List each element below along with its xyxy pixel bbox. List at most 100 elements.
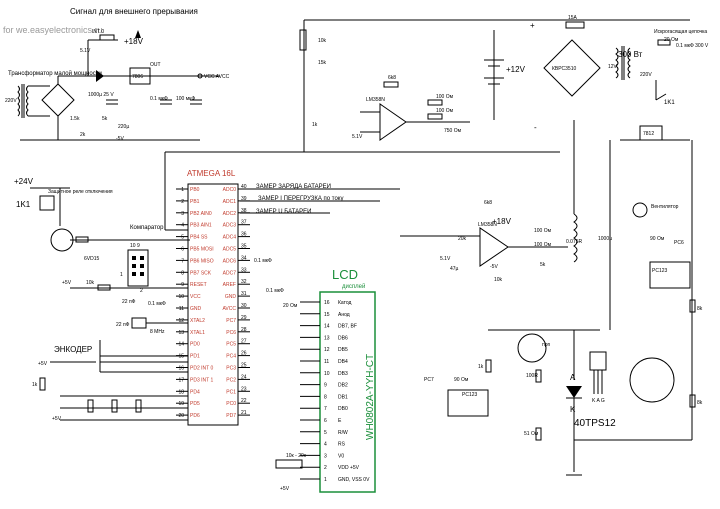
mcu-pin-right-number: 38 bbox=[241, 208, 247, 214]
power-transistor bbox=[629, 357, 675, 403]
lcd-title: LCD bbox=[332, 267, 358, 282]
driver-transistor bbox=[517, 333, 547, 363]
lcd-pin-label: GND, VSS 0V bbox=[338, 477, 370, 483]
lcd-pin-number: 14 bbox=[324, 324, 330, 330]
mcu-pin-right-label: PC0 bbox=[226, 401, 236, 407]
mcu-title: ATMEGA 16L bbox=[187, 169, 236, 178]
res-51: 51 Ом bbox=[524, 431, 539, 437]
mcu-pin-left-label: PB7 SCK bbox=[190, 270, 212, 276]
mcu-pin-left-label: PB1 bbox=[190, 199, 200, 205]
int0-label: INT 0 bbox=[92, 29, 104, 35]
res-1k-encoder: 1k bbox=[32, 382, 38, 388]
lcd-module bbox=[319, 291, 376, 493]
res-8k-b: 8k bbox=[697, 400, 703, 406]
resistor-icon bbox=[87, 399, 94, 413]
relay-description: Защитное реле отключения bbox=[48, 189, 113, 195]
thyristor-icon bbox=[566, 386, 582, 398]
cap-1000-right: 1000µ bbox=[598, 236, 612, 242]
measure-overload-label: ЗАМЕР I ПЕРЕГРУЗКА по току bbox=[258, 196, 344, 202]
mcu-pin-left-number: 10 bbox=[178, 294, 184, 300]
mcu-pin-right-number: 39 bbox=[241, 196, 247, 202]
header-n1: 1 bbox=[120, 272, 123, 278]
opamp-bottom-20k: 20k bbox=[458, 236, 467, 242]
low-power-supply: Сигнал для внешнего прерывания Трансформ… bbox=[5, 7, 230, 142]
pot-10k-label: 10k bbox=[318, 38, 327, 44]
mcu-pin-right-number: 40 bbox=[241, 184, 247, 190]
lcd-pin-label: V0 bbox=[338, 453, 344, 459]
mcu-pin-left-number: 2 bbox=[181, 199, 184, 205]
opamp-bottom-minus5: -5V bbox=[490, 264, 498, 270]
lcd-pot-label: 10к - 20к bbox=[286, 453, 307, 459]
mcu-pin-left-label: PD1 bbox=[190, 354, 200, 360]
lcd-pin-number: 2 bbox=[324, 465, 327, 471]
optocoupler-b-label: PC123 bbox=[462, 392, 478, 398]
mcu-pin-left-number: 15 bbox=[178, 354, 184, 360]
mcu-pin-left-label: PB4 SS bbox=[190, 235, 208, 241]
mcu-pin-right-label: ADC0 bbox=[223, 187, 237, 193]
protection-relay-block: +24V Защитное реле отключения 1K1 bbox=[14, 177, 190, 252]
opamp-bottom-47u: 47µ bbox=[450, 266, 459, 272]
transformer-label: Трансформатор малой мощности bbox=[8, 70, 102, 77]
plus5-left-a: +5V bbox=[62, 280, 72, 286]
lcd-pin-number: 12 bbox=[324, 347, 330, 353]
lcd-pin-label: RS bbox=[338, 442, 346, 448]
measure-battery-label: ЗАМЕР U БАТАРЕИ bbox=[256, 209, 311, 215]
interrupt-title: Сигнал для внешнего прерывания bbox=[70, 7, 198, 16]
fan-icon bbox=[632, 202, 648, 218]
mcu-pin-left-label: VCC bbox=[190, 294, 201, 300]
transformer-power: 300 Вт bbox=[618, 50, 643, 59]
opamp-top-5v1: 5.1V bbox=[352, 134, 363, 140]
opamp-top-100a: 100 Ом bbox=[436, 94, 454, 100]
mcu-pin-right-label: PC6 bbox=[226, 330, 236, 336]
mcu-pin-left-number: 9 bbox=[181, 282, 184, 288]
watermark: for we.easyelectronics.ru bbox=[3, 25, 103, 35]
snubber-r: 20 Ом bbox=[664, 37, 679, 43]
lcd-pin-number: 7 bbox=[324, 406, 327, 412]
mcu-pin-right-number: 35 bbox=[241, 244, 247, 250]
mcu-pin-left-number: 5 bbox=[181, 235, 184, 241]
mcu-pin-left-label: XTAL1 bbox=[190, 330, 205, 336]
label-5v1-top: 5.1V bbox=[80, 48, 91, 54]
diode-vd15-label: 6VD15 bbox=[84, 256, 100, 262]
lcd-pin-label: DB5 bbox=[338, 347, 348, 353]
mcu-pin-left-label: PD5 bbox=[190, 401, 200, 407]
lcd-pin-label: DB6 bbox=[338, 335, 348, 341]
label-18v-top: +18V bbox=[124, 37, 144, 46]
mcu-pin-right-number: 36 bbox=[241, 232, 247, 238]
resistor-icon bbox=[657, 39, 671, 46]
top-potentiometer bbox=[299, 29, 307, 51]
res-1k-driver: 1k bbox=[478, 364, 484, 370]
lcd-pin-number: 10 bbox=[324, 371, 330, 377]
cap-01-left: 0.1 мкФ bbox=[148, 301, 166, 307]
snubber-label: Искрогасящая цепочка bbox=[654, 29, 707, 35]
reg-7812-label: 7812 bbox=[643, 131, 654, 137]
header-body bbox=[127, 249, 149, 287]
vcc-terminal bbox=[197, 73, 203, 79]
mcu-pin-right-label: PC1 bbox=[226, 389, 236, 395]
header-pins: 10 9 bbox=[130, 243, 140, 249]
mcu-pin-right-number: 34 bbox=[241, 255, 247, 261]
bridge-label: КВРС3510 bbox=[552, 66, 576, 72]
crystal-freq: 8 MHz bbox=[150, 329, 165, 335]
mcu-pin-right-number: 25 bbox=[241, 363, 247, 369]
lcd-pin-number: 16 bbox=[324, 300, 330, 306]
opamp-bottom-100c: 100 Ом bbox=[534, 228, 552, 234]
encoder-block: ЭНКОДЕР +5V 1k +5V bbox=[32, 340, 188, 422]
mcu-pin-right-label: ADC4 bbox=[223, 235, 237, 241]
main-transformer bbox=[615, 47, 619, 79]
mcu-pin-left-label: GND bbox=[190, 306, 202, 312]
mcu-pin-left-number: 6 bbox=[181, 247, 184, 253]
mcu-pin-left-number: 16 bbox=[178, 366, 184, 372]
lcd-pin-label: DB3 bbox=[338, 371, 348, 377]
mcu-pin-right-number: 22 bbox=[241, 398, 247, 404]
label-220v-small: 220V bbox=[5, 98, 17, 104]
opamp-bottom-plus18: +18V bbox=[492, 217, 512, 226]
cap-22pf-a: 22 пФ bbox=[122, 299, 136, 305]
arrow-up-icon bbox=[135, 30, 141, 38]
snubber-c: 0.1 мкФ 300 V bbox=[676, 43, 709, 49]
opamp-top-6k8: 6k8 bbox=[388, 75, 396, 81]
mcu-pin-left-label: PB2 AIN0 bbox=[190, 211, 212, 217]
comparator-label: Компаратор bbox=[130, 225, 164, 231]
cap-01-label: 0.1 мкФ bbox=[150, 96, 168, 102]
resistor-icon bbox=[135, 399, 142, 413]
